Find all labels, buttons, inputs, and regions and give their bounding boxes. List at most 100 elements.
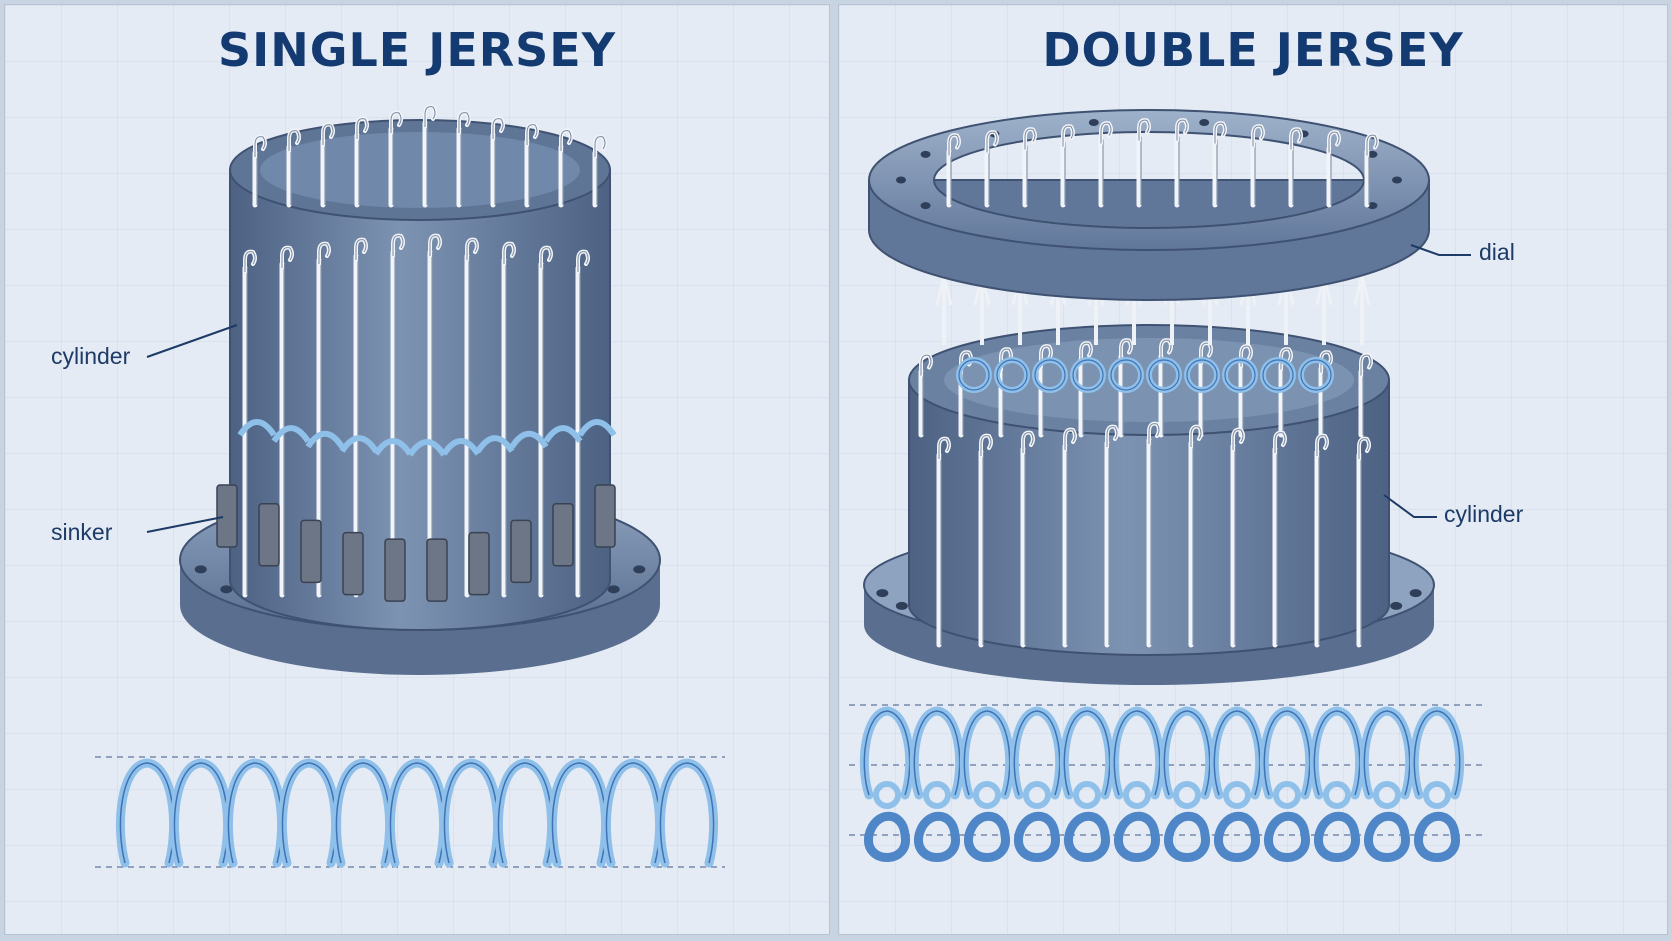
needle-icon [1098, 121, 1113, 208]
single-jersey-fabric-swatch [95, 756, 725, 868]
needle-icon [501, 241, 516, 598]
stitch-loop-icon [1023, 781, 1051, 809]
needle-icon [456, 110, 471, 208]
double-jersey-panel: DOUBLE JERSEY [838, 4, 1668, 935]
bolt-hole-icon [920, 150, 931, 158]
stitch-loop-icon [1364, 811, 1410, 862]
needle-icon [592, 134, 607, 208]
needle-icon [320, 122, 335, 208]
needle-icon [1022, 127, 1037, 208]
needle-icon [1250, 124, 1265, 208]
sinker-icon [594, 484, 616, 548]
needle-icon [1104, 424, 1119, 648]
dial-label: dial [1479, 239, 1515, 265]
yarn-course [237, 419, 617, 457]
bolt-hole-icon [895, 601, 908, 610]
stitch-loop-icon [237, 419, 277, 437]
bolt-hole-icon [896, 176, 906, 184]
dial-top-needles [946, 118, 1379, 208]
needle-icon [1188, 424, 1203, 648]
sinker-ring [216, 484, 616, 602]
needle-icon [1146, 421, 1161, 648]
needle-icon [538, 245, 553, 598]
sinker-icon [300, 519, 322, 584]
needle-icon [1078, 341, 1093, 438]
needle-icon [1272, 430, 1287, 648]
double-jersey-illustration [849, 109, 1484, 862]
cylinder-label: cylinder [1444, 501, 1524, 527]
cylinder-leader-line [1383, 494, 1437, 518]
needle-icon [524, 122, 539, 208]
stitch-loop-icon [864, 811, 910, 862]
stitch-loop-icon [1314, 811, 1360, 862]
bolt-hole-icon [220, 585, 233, 594]
stitch-loop-icon [577, 419, 617, 437]
stitch-loop-icon [1414, 811, 1460, 862]
single-jersey-title: SINGLE JERSEY [217, 23, 617, 77]
dial-ring [867, 109, 1431, 301]
stitch-loop-icon [543, 425, 583, 443]
stitch-loop-icon [271, 425, 311, 443]
cylinder-needle-bed [918, 338, 1373, 648]
needle-icon [390, 233, 405, 598]
stitch-loop-icon [1173, 781, 1201, 809]
sinker-label: sinker [51, 519, 113, 545]
bolt-hole-icon [1367, 150, 1378, 158]
bolt-hole-icon [607, 585, 620, 594]
needle-icon [1212, 121, 1227, 208]
needle-icon [1038, 344, 1053, 438]
stitch-loop-icon [1423, 781, 1451, 809]
dial-bolt-holes [896, 118, 1402, 210]
bolt-hole-icon [1409, 589, 1422, 598]
needle-icon [984, 130, 999, 208]
needle-icon [354, 116, 369, 208]
sinker-icon [384, 538, 406, 602]
stitch-loop-icon [441, 438, 481, 456]
stitch-loop-icon [1373, 781, 1401, 809]
bolt-hole-icon [1390, 601, 1403, 610]
sinker-icon [552, 503, 574, 567]
stitch-loop-icon [1273, 781, 1301, 809]
stitch-loop-icon [914, 811, 960, 862]
needle-icon [422, 104, 437, 208]
sinker-icon [426, 538, 448, 602]
cylinder-label: cylinder [51, 343, 131, 369]
stitch-loop-icon [1264, 811, 1310, 862]
sinker-icon [258, 503, 280, 567]
needle-icon [1356, 436, 1371, 648]
sinker-icon [468, 531, 490, 596]
needle-icon [1158, 338, 1173, 438]
needle-icon [427, 233, 442, 598]
needle-icon [1318, 350, 1333, 438]
stitch-loop-icon [1014, 811, 1060, 862]
stitch-loop-icon [1123, 781, 1151, 809]
stitch-loop-icon [305, 430, 345, 449]
single-jersey-illustration [95, 104, 725, 868]
stitch-loop-icon [1323, 781, 1351, 809]
bolt-hole-icon [1199, 118, 1210, 126]
stitch-loop-icon [1214, 811, 1260, 862]
needle-icon [946, 133, 961, 208]
needle-icon [1230, 427, 1245, 648]
stitch-loop-icon [1114, 811, 1160, 862]
needle-icon [1314, 433, 1329, 648]
stitch-loop-icon [407, 439, 447, 457]
bolt-hole-icon [1367, 202, 1378, 210]
needle-icon [978, 433, 993, 648]
yarn-course [956, 357, 1334, 393]
stitch-loop-icon [873, 781, 901, 809]
needle-icon [918, 353, 933, 438]
needle-icon [1238, 344, 1253, 438]
stitch-loop-icon [964, 811, 1010, 862]
needle-icon [1020, 430, 1035, 648]
sinker-icon [216, 484, 238, 548]
needle-icon [1118, 338, 1133, 438]
needle-icon [286, 128, 301, 208]
needle-icon [1060, 124, 1075, 208]
needle-icon [1174, 118, 1189, 208]
needle-icon [252, 134, 267, 208]
stitch-loop-icon [475, 435, 515, 453]
double-jersey-title: DOUBLE JERSEY [1042, 23, 1464, 77]
sinker-icon [342, 531, 364, 596]
